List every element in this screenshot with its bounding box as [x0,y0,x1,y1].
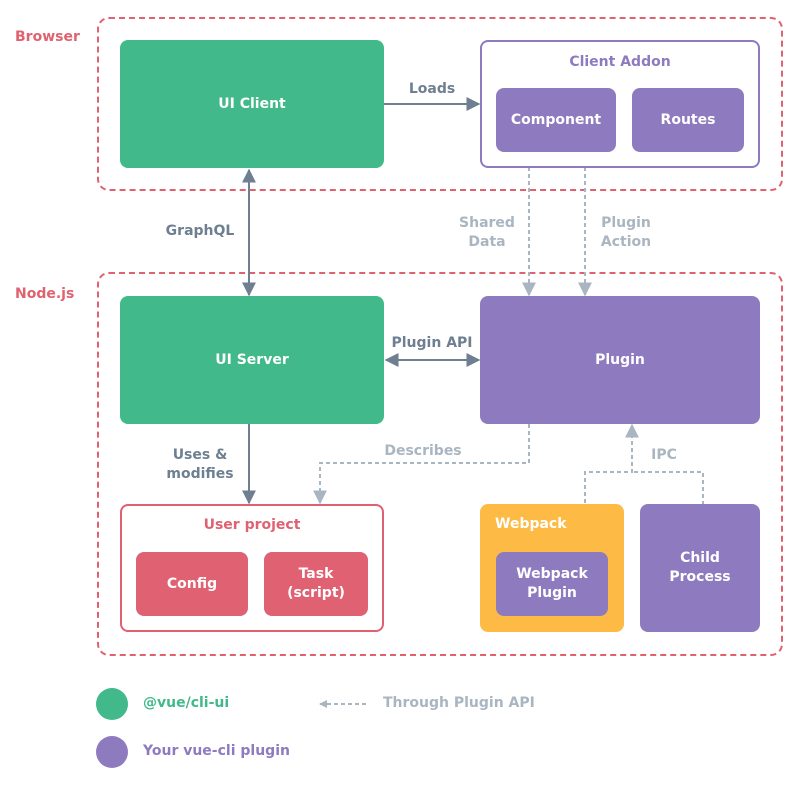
nodejs-zone-label: Node.js [15,286,75,302]
shared-data-label: Shared Data [459,215,515,250]
plugin-action-label: Plugin Action [600,215,652,250]
client-addon-title: Client Addon [569,54,671,70]
legend-purple-swatch [96,736,128,768]
legend-green-swatch [96,688,128,720]
legend-dashed-arrow-icon [319,700,368,708]
describes-label: Describes [384,443,462,459]
user-project-title: User project [203,517,301,533]
webpack-title: Webpack [495,516,567,532]
config-node: Config [136,552,248,616]
graphql-label: GraphQL [165,223,235,239]
component-node: Component [496,88,616,152]
ipc-label: IPC [651,447,677,463]
plugin-node: Plugin [480,296,760,424]
ipc-edge-webpack [584,423,639,552]
uses-modifies-label: Uses & modifies [166,447,234,482]
task-node: Task (script) [264,552,368,616]
plugin-api-label: Plugin API [391,335,473,351]
legend-your-plugin-label: Your vue-cli plugin [143,743,290,759]
routes-node: Routes [632,88,744,152]
nodejs-zone [97,272,783,656]
browser-zone-label: Browser [15,29,80,45]
browser-zone [97,17,783,191]
ipc-edge-child [632,471,704,505]
loads-label: Loads [408,81,456,97]
legend-cli-ui-label: @vue/cli-ui [143,695,230,711]
describes-edge [313,424,530,505]
child-process-node: Child Process [640,504,760,632]
webpack-plugin-node: Webpack Plugin [496,552,608,616]
legend-through-plugin-api-label: Through Plugin API [383,695,535,711]
ui-server-node: UI Server [120,296,384,424]
ui-client-node: UI Client [120,40,384,168]
